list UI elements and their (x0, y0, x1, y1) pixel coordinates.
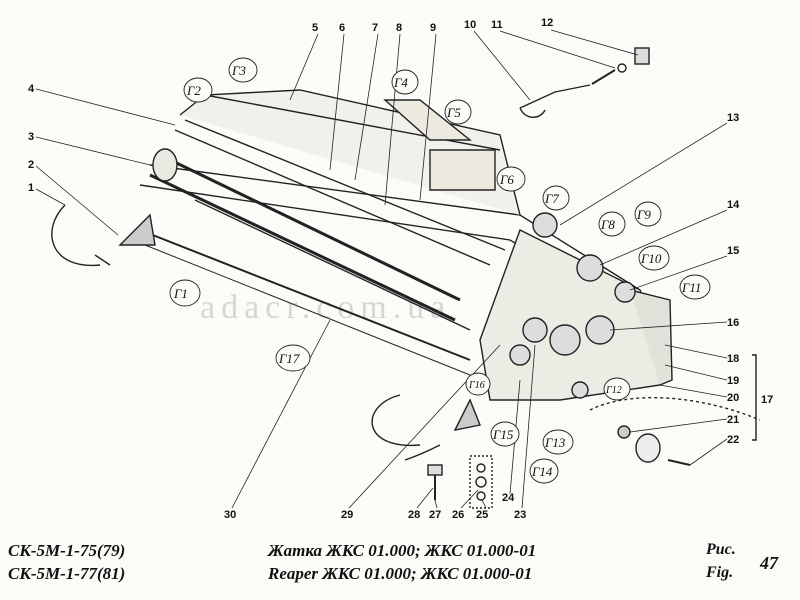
callout-18: 18 (727, 353, 739, 365)
g-label-3: Г3 (231, 63, 246, 78)
callout-27: 27 (429, 509, 441, 521)
callout-15: 15 (727, 245, 739, 257)
g-circle-15 (490, 421, 520, 447)
g-circle-1 (169, 279, 201, 307)
g-label-6: Г6 (499, 172, 514, 187)
g-circle-13 (542, 429, 574, 455)
callout-10: 10 (464, 19, 476, 31)
leader-lines (35, 29, 728, 509)
g-circle-9 (634, 201, 662, 227)
g-circle-4 (391, 69, 419, 95)
callout-28: 28 (408, 509, 420, 521)
callout-25: 25 (476, 509, 488, 521)
callout-9: 9 (430, 22, 436, 34)
callout-2: 2 (28, 159, 34, 171)
callout-3: 3 (28, 131, 34, 143)
callout-24: 24 (502, 492, 515, 504)
watermark-text: adacr.com.ua (200, 289, 451, 326)
figure-label-russian: Рис. (706, 541, 736, 558)
callout-11: 11 (491, 19, 503, 31)
callout-21: 21 (727, 414, 739, 426)
callout-17: 17 (761, 394, 773, 406)
callout-4: 4 (28, 83, 35, 95)
figure-number: 47 (760, 553, 778, 573)
g-circle-14 (529, 458, 559, 484)
g-circle-labels (169, 57, 711, 484)
g-circle-17 (275, 344, 311, 372)
figure-label-english: Fig. (706, 564, 734, 581)
callout-23: 23 (514, 509, 526, 521)
g-label-9: Г9 (636, 207, 651, 222)
g-label-13: Г13 (544, 435, 566, 450)
callout-16: 16 (727, 317, 739, 329)
g-circle-10 (638, 245, 670, 271)
reaper-body (51, 47, 761, 509)
model-number-2: СК-5М-1-77(81) (8, 564, 126, 583)
g-circle-16 (465, 372, 491, 396)
g-label-8: Г8 (600, 217, 615, 232)
callout-20: 20 (727, 392, 739, 404)
callout-1: 1 (28, 182, 34, 194)
g-circle-12 (603, 377, 631, 401)
g-label-text: Г1 Г2 Г3 Г4 Г5 Г6 Г7 Г8 Г9 Г10 Г11 Г12 Г… (173, 63, 701, 479)
g-circle-7 (542, 185, 570, 211)
g-circle-6 (496, 166, 526, 192)
callout-6: 6 (339, 22, 345, 34)
g-label-15: Г15 (492, 427, 514, 442)
g-label-10: Г10 (640, 251, 662, 266)
g-circle-5 (444, 99, 472, 125)
callout-30: 30 (224, 509, 236, 521)
callout-8: 8 (396, 22, 402, 34)
title-english: Reaper ЖКС 01.000; ЖКС 01.000-01 (268, 564, 533, 583)
g-circle-3 (228, 57, 258, 83)
callout-7: 7 (372, 22, 378, 34)
g-label-7: Г7 (544, 191, 559, 206)
g-label-14: Г14 (531, 464, 553, 479)
callout-19: 19 (727, 375, 739, 387)
title-russian: Жатка ЖКС 01.000; ЖКС 01.000-01 (268, 541, 537, 560)
g-label-12: Г12 (605, 385, 622, 396)
g-label-16: Г16 (468, 380, 485, 391)
g-label-17: Г17 (278, 351, 300, 366)
model-number-1: СК-5М-1-75(79) (8, 541, 126, 560)
g-label-1: Г1 (173, 286, 188, 301)
callout-26: 26 (452, 509, 464, 521)
callout-numbers: 1 2 3 4 5 6 7 8 9 10 11 12 13 14 15 16 1… (28, 17, 773, 521)
g-label-5: Г5 (446, 105, 461, 120)
callout-13: 13 (727, 112, 739, 124)
g-label-4: Г4 (393, 75, 408, 90)
g-circle-8 (598, 211, 626, 237)
callout-29: 29 (341, 509, 353, 521)
callout-5: 5 (312, 22, 318, 34)
callout-22: 22 (727, 434, 739, 446)
g-label-11: Г11 (681, 280, 701, 295)
g-circle-2 (183, 77, 213, 103)
callout-12: 12 (541, 17, 553, 29)
g-circle-11 (679, 274, 711, 300)
callout-14: 14 (727, 199, 740, 211)
g-label-2: Г2 (186, 83, 201, 98)
